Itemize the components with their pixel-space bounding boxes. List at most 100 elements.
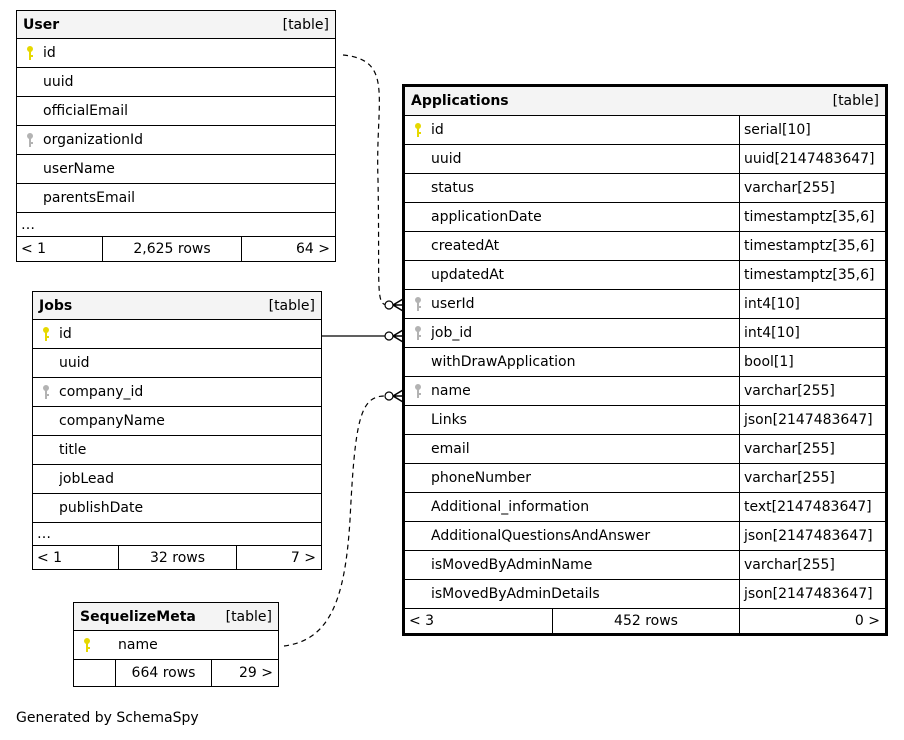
table-kind: [table] (832, 93, 879, 109)
prev-link[interactable]: < 1 (17, 237, 103, 261)
column-name: job_id (431, 325, 473, 341)
column-type: varchar[255] (739, 174, 885, 202)
column-name: phoneNumber (431, 470, 532, 486)
column-type: timestamptz[35,6] (739, 261, 885, 289)
column-name: userName (43, 161, 115, 177)
row-count: 452 rows (553, 609, 740, 633)
column-name: uuid (431, 151, 462, 167)
column-name: uuid (43, 74, 74, 90)
prev-link[interactable] (74, 660, 116, 686)
column-name: officialEmail (43, 103, 128, 119)
column-row[interactable]: uuid (17, 68, 335, 97)
table-kind: [table] (268, 297, 315, 314)
table-footer: < 1 2,625 rows 64 > (17, 237, 335, 261)
column-list: name (74, 631, 278, 660)
column-name: parentsEmail (43, 190, 136, 206)
foreign-key-icon (405, 383, 431, 399)
column-row[interactable]: userName (17, 155, 335, 184)
column-type: timestamptz[35,6] (739, 203, 885, 231)
prev-link[interactable]: < 3 (405, 609, 553, 633)
column-row[interactable]: companyName (33, 407, 321, 436)
column-row[interactable]: id (17, 39, 335, 68)
table-footer: < 1 32 rows 7 > (33, 546, 321, 569)
column-name: userId (431, 296, 475, 312)
column-row[interactable]: title (33, 436, 321, 465)
foreign-key-icon (33, 384, 59, 400)
column-name: AdditionalQuestionsAndAnswer (431, 528, 651, 544)
foreign-key-icon (17, 132, 43, 148)
column-type: int4[10] (739, 290, 885, 318)
primary-key-icon (74, 637, 118, 653)
next-link[interactable]: 64 > (296, 241, 330, 257)
column-name: updatedAt (431, 267, 505, 283)
column-type: uuid[2147483647] (739, 145, 885, 173)
column-row[interactable]: status varchar[255] (405, 174, 885, 203)
column-row[interactable]: jobLead (33, 465, 321, 494)
column-row[interactable]: AdditionalQuestionsAndAnswer json[2147483… (405, 522, 885, 551)
column-row[interactable]: parentsEmail (17, 184, 335, 213)
column-type: json[2147483647] (739, 522, 885, 550)
column-name: name (431, 383, 471, 399)
column-row[interactable]: uuid (33, 349, 321, 378)
column-name: status (431, 180, 475, 196)
prev-link[interactable]: < 1 (33, 546, 119, 569)
column-name: id (59, 326, 72, 342)
column-name: name (118, 637, 158, 653)
column-type: timestamptz[35,6] (739, 232, 885, 260)
next-link[interactable]: 7 > (290, 549, 316, 566)
next-link[interactable]: 0 > (854, 613, 880, 629)
table-header[interactable]: Jobs [table] (33, 292, 321, 320)
relation-user-applications-end (384, 300, 394, 310)
column-row[interactable]: isMovedByAdminDetails json[2147483647] (405, 580, 885, 609)
more-columns[interactable]: … (33, 523, 321, 546)
primary-key-icon (17, 45, 43, 61)
table-footer: < 3 452 rows 0 > (405, 609, 885, 633)
column-name: companyName (59, 413, 165, 429)
table-header[interactable]: Applications [table] (405, 87, 885, 116)
primary-key-icon (405, 122, 431, 138)
table-header[interactable]: SequelizeMeta [table] (74, 603, 278, 631)
column-row[interactable]: company_id (33, 378, 321, 407)
column-row[interactable]: uuid uuid[2147483647] (405, 145, 885, 174)
table-footer: 664 rows 29 > (74, 660, 278, 686)
next-link[interactable]: 29 > (239, 665, 273, 681)
column-row[interactable]: userId int4[10] (405, 290, 885, 319)
table-sequelizemeta[interactable]: SequelizeMeta [table] name 664 rows 29 > (73, 602, 279, 687)
column-row[interactable]: updatedAt timestamptz[35,6] (405, 261, 885, 290)
more-columns[interactable]: … (17, 213, 335, 237)
column-name: organizationId (43, 132, 144, 148)
column-name: id (43, 45, 56, 61)
column-row[interactable]: officialEmail (17, 97, 335, 126)
column-row[interactable]: id (33, 320, 321, 349)
table-kind: [table] (225, 608, 272, 625)
column-list: id uuid officialEmail organizationId userNam… (17, 39, 335, 213)
column-row[interactable]: name varchar[255] (405, 377, 885, 406)
table-user[interactable]: User [table] id uuid officialEmail organiza… (16, 10, 336, 262)
column-name: isMovedByAdminName (431, 557, 593, 573)
column-row[interactable]: publishDate (33, 494, 321, 523)
row-count: 664 rows (116, 660, 212, 686)
foreign-key-icon (405, 325, 431, 341)
table-name: Applications (411, 93, 509, 109)
column-row[interactable]: name (74, 631, 278, 660)
primary-key-icon (33, 326, 59, 342)
column-name: isMovedByAdminDetails (431, 586, 600, 602)
table-header[interactable]: User [table] (17, 11, 335, 39)
column-type: json[2147483647] (739, 580, 885, 608)
column-row[interactable]: organizationId (17, 126, 335, 155)
column-type: varchar[255] (739, 377, 885, 405)
